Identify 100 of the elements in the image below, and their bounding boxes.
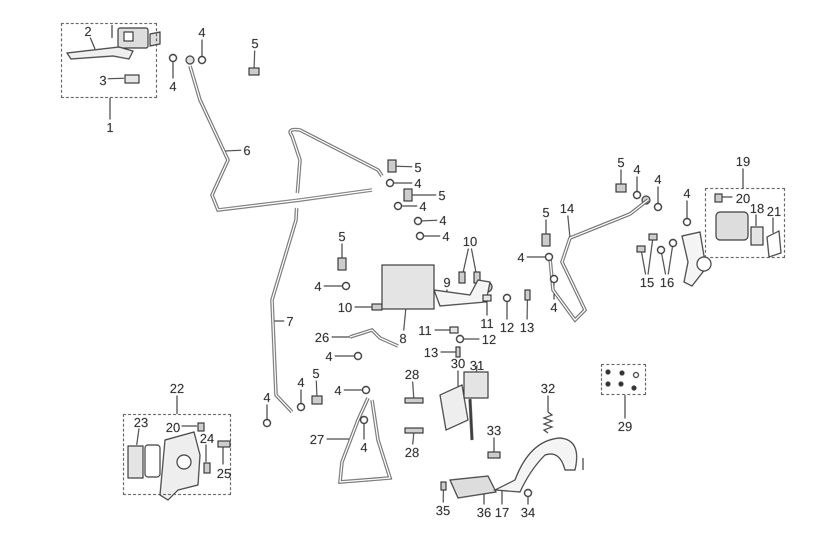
callout-number: 4 bbox=[358, 440, 370, 454]
leader-line bbox=[393, 182, 413, 184]
brake-pad bbox=[750, 226, 764, 246]
callout-number: 5 bbox=[436, 188, 448, 202]
leader-line bbox=[224, 150, 242, 152]
leader-line bbox=[300, 389, 302, 404]
callout-number: 28 bbox=[402, 444, 422, 460]
callout-number: 24 bbox=[197, 430, 217, 446]
leader-line bbox=[176, 395, 178, 414]
bolt bbox=[524, 289, 531, 301]
washer bbox=[394, 202, 402, 210]
bleeder-valve bbox=[197, 422, 205, 432]
washer bbox=[682, 218, 692, 226]
callout-number: 17 bbox=[492, 504, 512, 520]
callout-number: 4 bbox=[681, 186, 693, 200]
callout-number: 4 bbox=[515, 250, 527, 264]
callout-number: 4 bbox=[332, 382, 344, 398]
washer bbox=[262, 418, 272, 428]
washer bbox=[654, 202, 662, 212]
callout-number: 10 bbox=[335, 300, 355, 314]
leader-line bbox=[686, 200, 688, 219]
leader-line bbox=[648, 240, 654, 275]
brake-light-switch bbox=[124, 74, 140, 84]
leader-line bbox=[772, 217, 774, 234]
callout-number: 4 bbox=[631, 162, 643, 176]
callout-number: 26 bbox=[312, 330, 332, 344]
callout-number: 13 bbox=[421, 344, 441, 360]
callout-number: 2 bbox=[82, 24, 94, 38]
bolt bbox=[440, 481, 447, 491]
leader-line bbox=[742, 168, 744, 188]
leader-line bbox=[526, 300, 528, 320]
bolt bbox=[455, 346, 461, 358]
callout-number: 5 bbox=[615, 154, 627, 170]
callout-number: 5 bbox=[540, 204, 552, 220]
leader-line bbox=[442, 490, 444, 503]
leader-line bbox=[476, 364, 478, 372]
callout-number: 5 bbox=[310, 366, 322, 380]
leader-line bbox=[412, 432, 414, 445]
leader-line bbox=[624, 394, 626, 419]
leader-line bbox=[412, 194, 437, 196]
callout-number: 14 bbox=[557, 200, 577, 216]
leader-line bbox=[396, 166, 413, 168]
callout-number: 11 bbox=[415, 322, 435, 338]
leader-line bbox=[526, 256, 546, 258]
callout-number: 27 bbox=[307, 432, 327, 446]
callout-number: 30 bbox=[448, 356, 468, 370]
leader-line bbox=[316, 380, 318, 396]
leader-line bbox=[470, 248, 476, 272]
dashed-group-frame bbox=[601, 364, 646, 395]
leader-line bbox=[421, 220, 438, 222]
callout-number: 19 bbox=[733, 154, 753, 168]
callout-number: 3 bbox=[97, 72, 109, 88]
leader-line bbox=[641, 252, 646, 275]
bolt bbox=[217, 440, 231, 448]
washer bbox=[416, 232, 424, 240]
leader-line bbox=[90, 37, 96, 50]
dashed-group-frame bbox=[705, 188, 785, 258]
leader-line bbox=[272, 320, 285, 322]
bolt bbox=[648, 233, 658, 241]
bolt bbox=[458, 271, 466, 284]
pad-spring-plate bbox=[766, 230, 782, 258]
banjo-bolt bbox=[387, 159, 397, 173]
callout-number: 4 bbox=[312, 278, 324, 294]
washer bbox=[168, 54, 178, 62]
banjo-bolt bbox=[541, 233, 551, 247]
callout-number: 5 bbox=[412, 160, 424, 174]
callout-number: 12 bbox=[479, 332, 499, 346]
callout-number: 36 bbox=[474, 504, 494, 520]
washer bbox=[632, 190, 642, 200]
leader-line bbox=[668, 246, 673, 275]
washer bbox=[656, 246, 666, 254]
dashed-group-frame bbox=[123, 414, 231, 495]
callout-number: 28 bbox=[402, 366, 422, 382]
callout-number: 29 bbox=[615, 418, 635, 434]
callout-number: 9 bbox=[441, 274, 453, 290]
leader-line bbox=[107, 78, 124, 80]
leader-line bbox=[462, 248, 469, 272]
leader-line bbox=[412, 381, 414, 398]
dashed-group-frame bbox=[61, 23, 157, 98]
callout-number: 4 bbox=[417, 198, 429, 214]
leader-line bbox=[636, 176, 638, 192]
callout-number: 1 bbox=[104, 120, 116, 134]
brake-hose bbox=[270, 128, 384, 414]
mounting-bracket bbox=[433, 279, 491, 307]
callout-number: 5 bbox=[249, 36, 261, 50]
washer bbox=[414, 216, 422, 226]
leader-line bbox=[136, 428, 140, 446]
washer bbox=[386, 178, 394, 188]
washer bbox=[198, 56, 206, 64]
leader-line bbox=[661, 252, 666, 275]
callout-number: 5 bbox=[336, 228, 348, 244]
leader-line bbox=[331, 336, 350, 338]
leader-line bbox=[620, 169, 622, 184]
callout-number: 31 bbox=[467, 358, 487, 372]
leader-line bbox=[720, 196, 733, 198]
leader-line bbox=[354, 306, 372, 308]
callout-number: 4 bbox=[261, 390, 273, 404]
callout-number: 23 bbox=[131, 414, 151, 430]
bleeder-valve bbox=[714, 193, 723, 203]
leader-line bbox=[463, 338, 480, 340]
